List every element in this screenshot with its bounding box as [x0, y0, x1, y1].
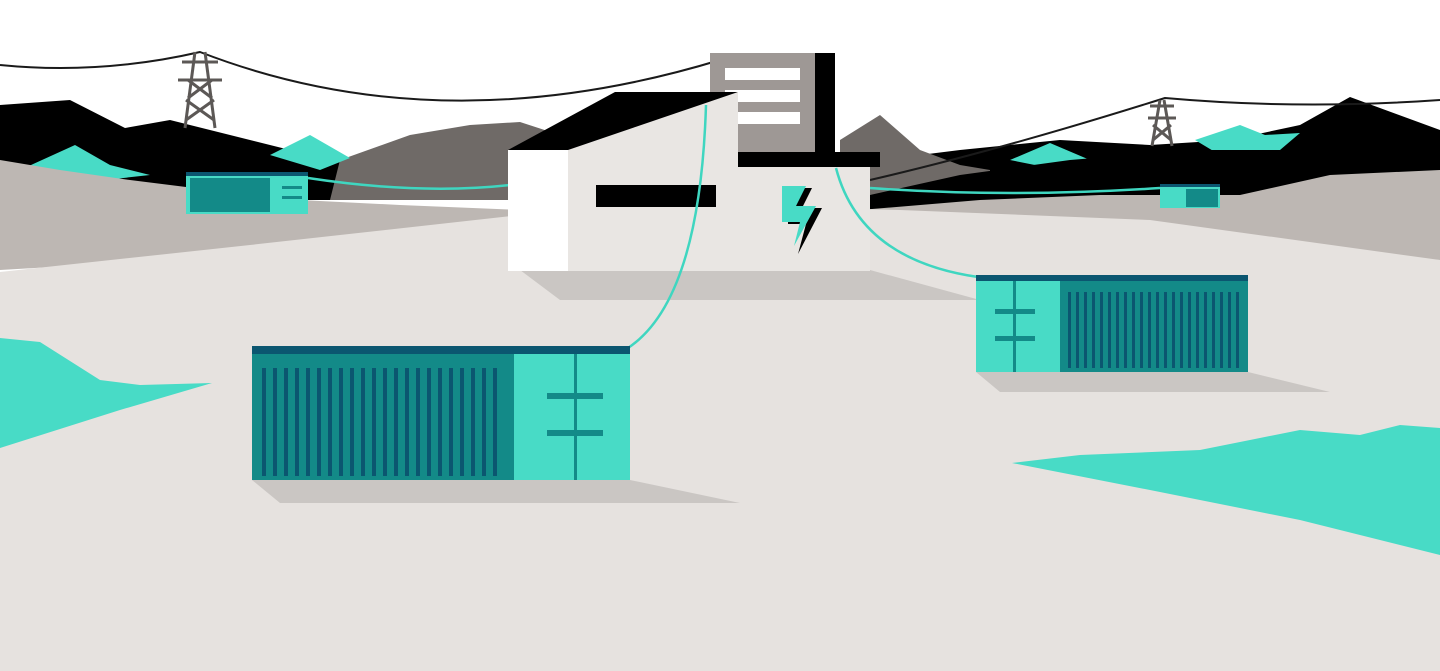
vent-slat [1180, 292, 1183, 368]
vent-slat [482, 368, 486, 476]
mountain-teal-mid [270, 135, 350, 170]
battery-container-icon [186, 172, 308, 214]
vent-slat [1132, 292, 1135, 368]
vent-slat [493, 368, 497, 476]
transmission-tower-icon [1148, 99, 1176, 147]
vent-slat [306, 368, 310, 476]
vent-slat [284, 368, 288, 476]
vent-slat [1228, 292, 1231, 368]
battery-container-large-right [976, 275, 1330, 392]
cable [869, 186, 1161, 195]
vent-slat [1092, 292, 1095, 368]
vent-slat [427, 368, 431, 476]
vent-slat [372, 368, 376, 476]
vent-slat [1204, 292, 1207, 368]
power-line-left [0, 50, 721, 102]
vent-slat [1236, 292, 1239, 368]
vent-slat [1068, 292, 1071, 368]
power-line-right [869, 96, 1440, 181]
container-vents [1068, 292, 1239, 368]
vent-slat [295, 368, 299, 476]
vent-slat [1108, 292, 1111, 368]
vent-slat [328, 368, 332, 476]
vent-slat [339, 368, 343, 476]
vent-slat [1220, 292, 1223, 368]
vent-slat [1116, 292, 1119, 368]
vent-slat [350, 368, 354, 476]
vent-slat [460, 368, 464, 476]
vent-slat [1212, 292, 1215, 368]
vent-slat [1148, 292, 1151, 368]
vent-slat [394, 368, 398, 476]
transmission-tower-icon [178, 51, 222, 129]
vent-slat [383, 368, 387, 476]
vent-slat [1100, 292, 1103, 368]
cable [307, 176, 511, 190]
vent-slat [1124, 292, 1127, 368]
vent-slat [1084, 292, 1087, 368]
vent-slat [471, 368, 475, 476]
cable [834, 167, 979, 279]
mountain-teal-right2 [1195, 125, 1300, 155]
power-building [508, 53, 980, 300]
vent-slat [273, 368, 277, 476]
vent-slat [1172, 292, 1175, 368]
vent-slat [1156, 292, 1159, 368]
vent-slat [317, 368, 321, 476]
vent-slat [1164, 292, 1167, 368]
teal-pool-left [0, 338, 212, 448]
vent-slat [361, 368, 365, 476]
vent-slat [438, 368, 442, 476]
vent-slat [1196, 292, 1199, 368]
vent-slat [449, 368, 453, 476]
battery-container-icon [1160, 184, 1220, 208]
vent-slat [1140, 292, 1143, 368]
cable [627, 104, 708, 350]
vent-slat [1188, 292, 1191, 368]
vent-slat [416, 368, 420, 476]
lightning-bolt-icon [782, 186, 816, 246]
vent-slat [262, 368, 266, 476]
teal-pool-right [1012, 425, 1440, 555]
container-vents [262, 368, 497, 476]
vent-slat [405, 368, 409, 476]
battery-container-large-left [252, 346, 740, 503]
vent-slat [1076, 292, 1079, 368]
